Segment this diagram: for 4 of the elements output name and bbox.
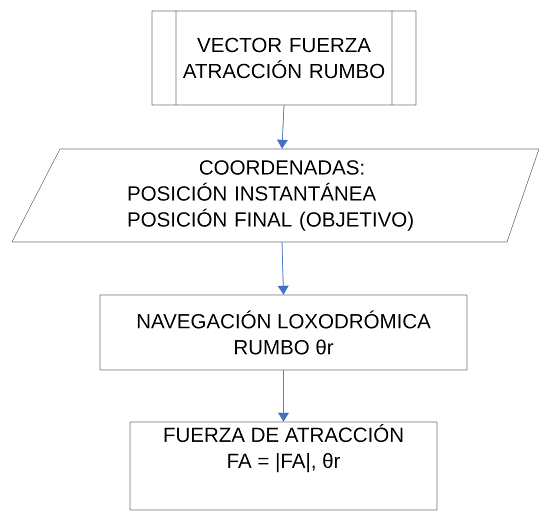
process-box: FUERZA DE ATRACCIÓN FA = |FA|, θr bbox=[130, 422, 438, 510]
data-parallelogram: COORDENADAS: POSICIÓN INSTANTÁNEA POSICIÓN FINAL (OBJETIVO) bbox=[12, 148, 539, 242]
subprocess-box: VECTOR FUERZA ATRACCIÓN RUMBO bbox=[152, 10, 416, 106]
process-box: NAVEGACIÓN LOXODRÓMICA RUMBO θr bbox=[100, 294, 468, 370]
